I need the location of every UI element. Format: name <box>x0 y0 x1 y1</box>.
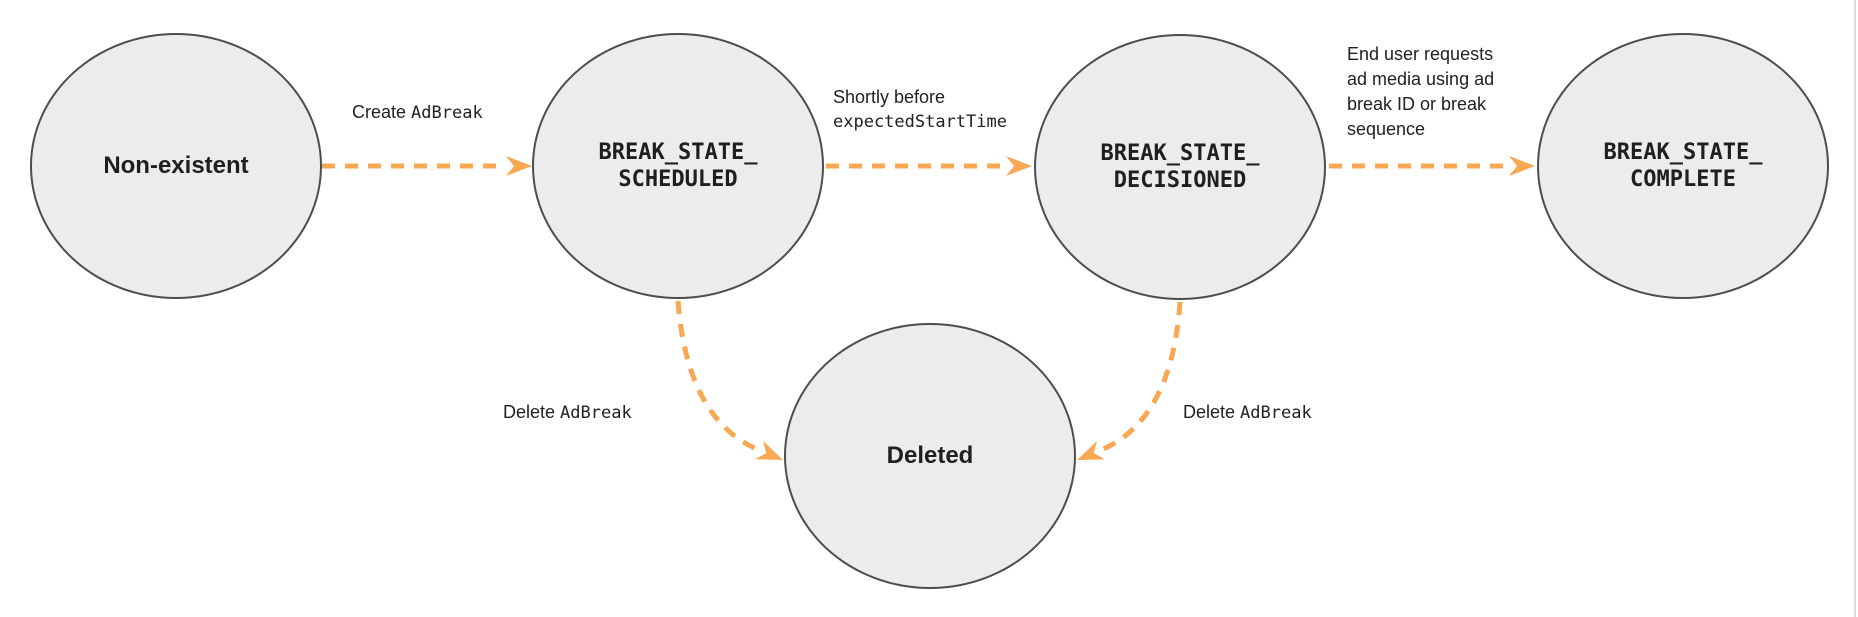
state-node-break-state-decisioned: BREAK_STATE_ DECISIONED <box>1034 34 1326 300</box>
state-node-non-existent: Non-existent <box>30 33 322 299</box>
state-label: Deleted <box>886 442 974 469</box>
transition-label-delete-adbreak-right: Delete AdBreak <box>1183 402 1312 423</box>
transition-label-delete-adbreak-left: Delete AdBreak <box>503 402 632 423</box>
transition-label-end-user-requests: End user requests ad media using ad brea… <box>1347 44 1495 139</box>
arrow-delete-adbreak-from-scheduled <box>675 300 783 461</box>
page-edge-line <box>1854 0 1856 617</box>
state-node-break-state-scheduled: BREAK_STATE_ SCHEDULED <box>532 33 824 299</box>
state-node-break-state-complete: BREAK_STATE_ COMPLETE <box>1537 33 1829 299</box>
transition-label-shortly-before: Shortly before expectedStartTime <box>833 87 1007 132</box>
transition-label-create-adbreak: Create AdBreak <box>352 102 483 123</box>
state-label: Non-existent <box>103 152 249 179</box>
state-label: BREAK_STATE_ DECISIONED <box>1100 141 1260 193</box>
state-label: BREAK_STATE_ COMPLETE <box>1603 140 1763 192</box>
state-label: BREAK_STATE_ SCHEDULED <box>598 140 758 192</box>
state-node-deleted: Deleted <box>784 323 1076 589</box>
arrow-delete-adbreak-from-decisioned <box>1077 301 1183 461</box>
